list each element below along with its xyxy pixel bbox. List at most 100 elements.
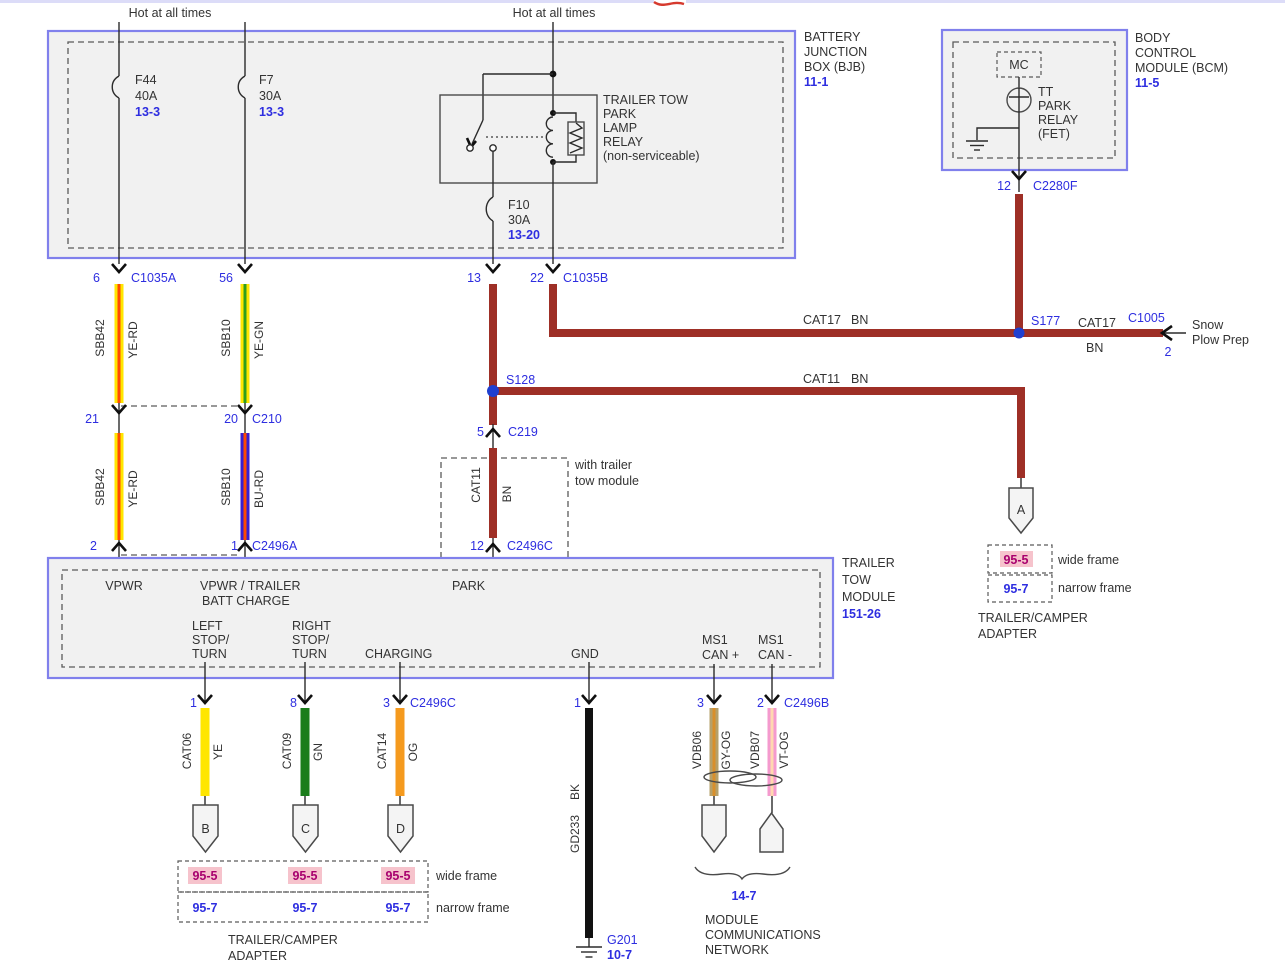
- pin-6-label: 6: [93, 271, 100, 285]
- wire-gd233-circuit: GD233: [568, 815, 582, 853]
- connector-c2496c-mid: 12 C2496C: [470, 538, 553, 562]
- fuse-f7-rating: 30A: [259, 89, 282, 103]
- wire-cat06-color: YE: [211, 744, 225, 760]
- adapter-right-narrow-ref: 95-7: [1003, 582, 1028, 596]
- splice-s128-label: S128: [506, 373, 535, 387]
- twisted-pair-symbol: [703, 770, 783, 787]
- pin-c1005-2-label: 2: [1165, 345, 1172, 359]
- adapter-right-narrow-label: narrow frame: [1058, 581, 1132, 595]
- wire-vdb07: VDB07 VT-OG: [748, 708, 791, 796]
- module-pin-right-1: RIGHT: [292, 619, 331, 633]
- wire-cat11-h-circuit: CAT11: [803, 372, 840, 386]
- connector-d-letter: D: [396, 822, 405, 836]
- module-page-ref: 151-26: [842, 607, 881, 621]
- bjb-title: BATTERY JUNCTION BOX (BJB) 11-1: [804, 30, 867, 89]
- module-inner-border: [61, 569, 821, 668]
- adapter-right-wide-ref: 95-5: [1003, 553, 1028, 567]
- hot-at-all-times-left: Hot at all times: [129, 6, 212, 20]
- module-pin-park: PARK: [452, 579, 486, 593]
- top-rule: [0, 0, 1285, 6]
- adapter-left-wide-label: wide frame: [435, 869, 497, 883]
- wire-cat17-right-circuit: CAT17: [1078, 316, 1116, 330]
- wire-cat17-right-color: BN: [1086, 341, 1103, 355]
- wire-sbb10-lower: SBB10 BU-RD: [219, 433, 266, 540]
- wire-vdb06-circuit: VDB06: [690, 731, 704, 769]
- wire-vdb06-color: GY-OG: [719, 731, 733, 770]
- fuse-f44-id: F44: [135, 73, 157, 87]
- bcm-fet-title-line-2: PARK: [1038, 99, 1072, 113]
- wire-vdb07-circuit: VDB07: [748, 731, 762, 769]
- adapter-left-wide-ref-d: 95-5: [385, 869, 410, 883]
- adapter-right-title-line-2: ADAPTER: [978, 627, 1037, 641]
- adapter-left-narrow-ref-d: 95-7: [385, 901, 410, 915]
- wire-sbb42-lower-color: YE-RD: [126, 470, 140, 508]
- connector-c1005-label: C1005: [1128, 311, 1165, 325]
- relay-switch-contact-right: [489, 144, 497, 152]
- wire-cat17-left-color: BN: [851, 313, 868, 327]
- module-pin-cann-1: MS1: [758, 633, 784, 647]
- wire-cat09: CAT09 GN C: [280, 708, 325, 854]
- wire-cat14: CAT14 OG D: [375, 708, 420, 854]
- pin-20-label: 20: [224, 412, 238, 426]
- trailer-tow-module-box: [46, 556, 835, 680]
- connector-c2496a: 2 1 C2496A: [90, 539, 298, 562]
- pin-charging-label: 3: [383, 696, 390, 710]
- trailer-tow-park-lamp-relay: TRAILER TOW PARK LAMP RELAY (non-service…: [439, 22, 700, 264]
- relay-title-line-3: LAMP: [603, 121, 637, 135]
- pin-left-turn-label: 1: [190, 696, 197, 710]
- wire-sbb42-upper: SBB42 YE-RD: [93, 284, 140, 403]
- network-page-ref: 14-7: [731, 889, 756, 903]
- wire-sbb42-lower: SBB42 YE-RD: [93, 433, 140, 540]
- wire-sbb42-upper-color: YE-RD: [126, 321, 140, 359]
- connector-b-letter: B: [201, 822, 209, 836]
- bcm-internals: MC TT PARK RELAY (FET): [966, 51, 1079, 192]
- wire-cat14-circuit: CAT14: [375, 732, 389, 769]
- adapter-left-narrow-ref-c: 95-7: [292, 901, 317, 915]
- connector-c-shield: [292, 804, 319, 854]
- tow-module-note-line-1: with trailer: [574, 458, 632, 472]
- adapter-left-title-line-1: TRAILER/CAMPER: [228, 933, 338, 947]
- module-pin-canp-2: CAN +: [702, 648, 739, 662]
- wire-vdb07-color: VT-OG: [777, 731, 791, 768]
- relay-title: TRAILER TOW PARK LAMP RELAY (non-service…: [603, 93, 700, 163]
- module-pin-left-3: TURN: [192, 647, 227, 661]
- relay-coil: [545, 116, 554, 158]
- pin-12-label: 12: [470, 539, 484, 553]
- connector-c2280f-label: C2280F: [1033, 179, 1078, 193]
- adapter-left-wide-ref-c: 95-5: [292, 869, 317, 883]
- bcm-page-ref: 11-5: [1135, 76, 1159, 90]
- network-brace: [694, 866, 791, 881]
- fuse-f10-id: F10: [508, 198, 530, 212]
- can-connectors: [701, 796, 784, 854]
- pin-1-label: 1: [231, 539, 238, 553]
- adapter-right-wide-frame-box: [987, 544, 1053, 574]
- wire-cat09-circuit: CAT09: [280, 732, 294, 769]
- tow-module-note-line-2: tow module: [575, 474, 639, 488]
- fuse-f10-symbol: [485, 196, 494, 222]
- network-title-line-2: COMMUNICATIONS: [705, 928, 821, 942]
- connector-d-shield: [387, 804, 414, 854]
- relay-switch-blade: [471, 119, 484, 145]
- fuse-f10-rating: 30A: [508, 213, 531, 227]
- fuse-f7-symbol: [237, 75, 246, 99]
- pin-5-label: 5: [477, 425, 484, 439]
- adapter-left-wide-frame-box: [177, 860, 429, 893]
- relay-title-line-2: PARK: [603, 107, 637, 121]
- adapter-right-wide-label: wide frame: [1057, 553, 1119, 567]
- module-pin-gnd: GND: [571, 647, 599, 661]
- bjb-title-line-1: BATTERY: [804, 30, 861, 44]
- bcm-inner-border: [952, 41, 1116, 159]
- wire-cat11-v-color: BN: [500, 486, 514, 503]
- wire-cat11-h-color: BN: [851, 372, 868, 386]
- g201-page-ref: 10-7: [607, 948, 632, 962]
- wire-cat09-color: GN: [311, 743, 325, 761]
- relay-title-line-1: TRAILER TOW: [603, 93, 688, 107]
- pin-22-label: 22: [530, 271, 544, 285]
- bjb-page-ref: 11-1: [804, 75, 828, 89]
- fuse-f44-rating: 40A: [135, 89, 158, 103]
- connector-c2280f: 12 C2280F: [997, 170, 1078, 193]
- fuse-f44: F44 40A 13-3: [111, 22, 160, 264]
- module-title-line-3: MODULE: [842, 590, 895, 604]
- fuse-f7-id: F7: [259, 73, 274, 87]
- connector-c1035a-label: C1035A: [131, 271, 177, 285]
